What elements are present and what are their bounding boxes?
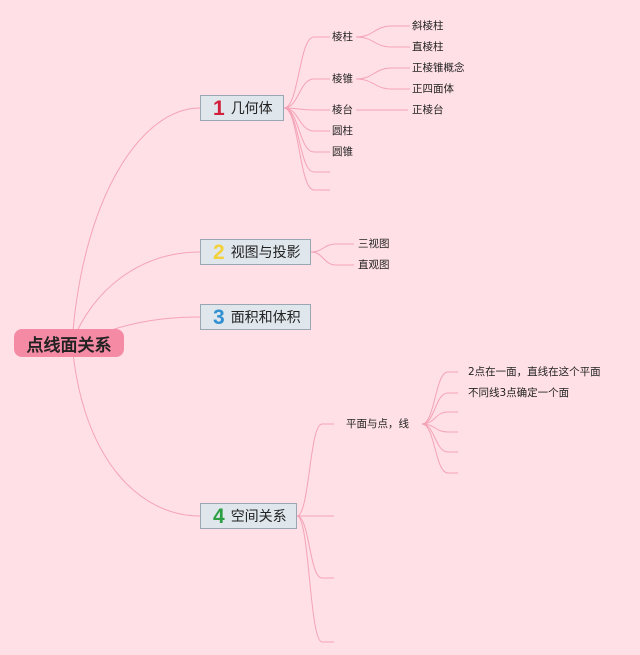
connector-line-20 (355, 36, 393, 48)
connector-line-31 (296, 423, 323, 517)
branch-spatial-relations[interactable]: 4 空间关系 (200, 503, 297, 529)
connector-line-22 (355, 67, 393, 80)
branch-area-volume[interactable]: 3 面积和体积 (200, 304, 311, 330)
connector-line-41 (421, 392, 449, 425)
connector-line-43 (421, 411, 449, 425)
connector-line-14 (283, 107, 315, 173)
topic-plane-point-line[interactable]: 平面与点，线 (346, 418, 409, 430)
topic-cylinder[interactable]: 圆柱 (332, 125, 353, 137)
topic-oblique-prism[interactable]: 斜棱柱 (412, 20, 444, 32)
connector-line-0 (71, 107, 201, 344)
topic-right-prism[interactable]: 直棱柱 (412, 41, 444, 53)
topic-frustum[interactable]: 棱台 (332, 104, 353, 116)
connectors (71, 25, 458, 643)
connector-line-35 (296, 515, 323, 579)
topic-cone[interactable]: 圆锥 (332, 146, 353, 158)
branch-label-views: 视图与投影 (230, 245, 301, 261)
branch-number-4: 4 (213, 504, 225, 528)
topic-regular-frustum[interactable]: 正棱台 (412, 104, 444, 116)
connector-line-16 (283, 107, 315, 191)
topic-intuitive-view[interactable]: 直观图 (358, 259, 390, 271)
branch-label-spatial: 空间关系 (230, 509, 287, 525)
connector-line-3 (71, 342, 201, 517)
topic-regular-pyramid[interactable]: 正棱锥概念 (412, 62, 465, 74)
topic-two-points-line-in-plane[interactable]: 2点在一面，直线在这个平面 (468, 366, 601, 378)
branch-views-projection[interactable]: 2 视图与投影 (200, 239, 311, 265)
topic-three-views[interactable]: 三视图 (358, 238, 390, 250)
connector-line-29 (310, 251, 337, 266)
topic-regular-tetrahedron[interactable]: 正四面体 (412, 83, 454, 95)
connector-line-49 (421, 423, 449, 474)
topic-pyramid[interactable]: 棱锥 (332, 73, 353, 85)
topic-three-points-plane[interactable]: 不同线3点确定一个面 (468, 387, 570, 399)
root-node[interactable]: 点线面关系 (14, 329, 124, 357)
connector-line-39 (421, 371, 449, 425)
topic-prism[interactable]: 棱柱 (332, 31, 353, 43)
connector-line-24 (355, 78, 393, 90)
root-label: 点线面关系 (26, 335, 112, 356)
branch-geometry[interactable]: 1 几何体 (200, 95, 284, 121)
connector-line-1 (71, 251, 201, 344)
branch-number-3: 3 (213, 305, 225, 329)
connector-line-18 (355, 25, 393, 38)
branch-label-area: 面积和体积 (230, 310, 301, 326)
branch-label-geometry: 几何体 (230, 101, 273, 117)
branch-number-2: 2 (213, 240, 225, 264)
branch-number-1: 1 (213, 96, 225, 120)
connector-line-6 (283, 78, 315, 109)
connector-line-4 (283, 36, 315, 109)
connector-line-37 (296, 515, 323, 643)
connector-line-27 (310, 243, 337, 253)
